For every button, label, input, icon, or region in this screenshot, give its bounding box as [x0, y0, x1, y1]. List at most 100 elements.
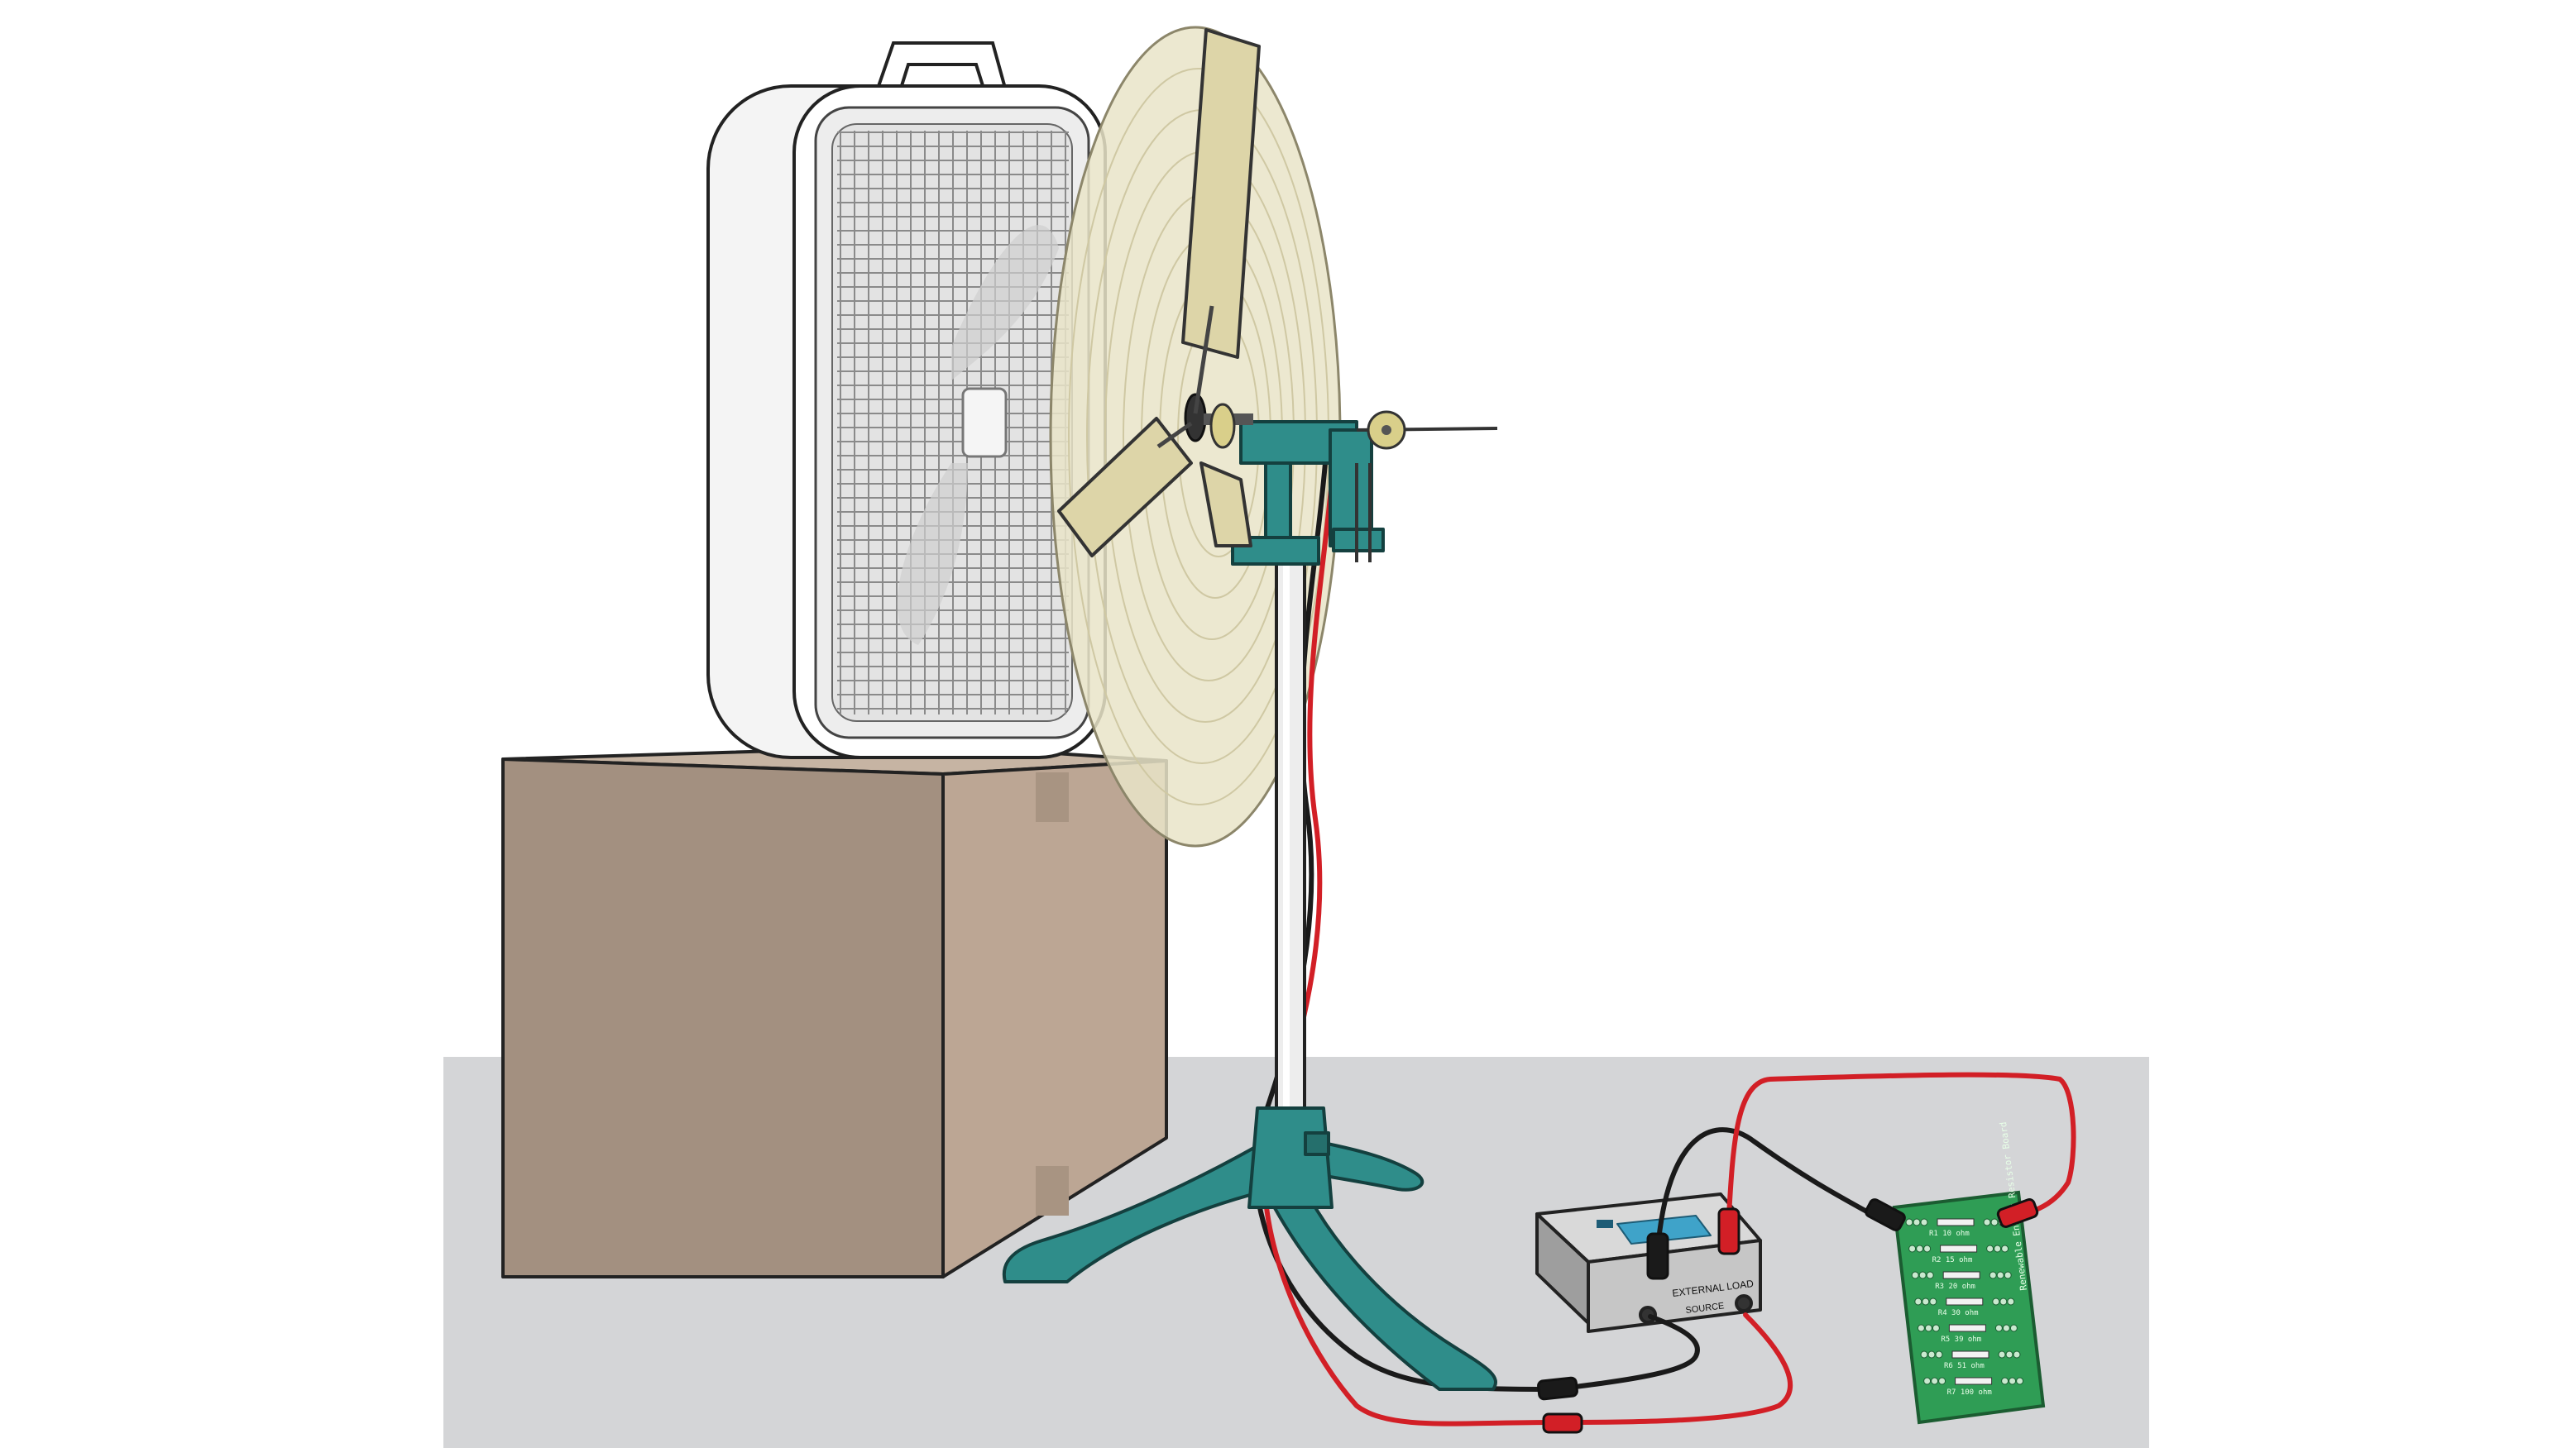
resistor-terminal	[1992, 1297, 2000, 1306]
resistor-terminal	[1986, 1245, 1994, 1253]
resistor	[1937, 1218, 1975, 1226]
resistor-terminal	[1913, 1218, 1921, 1226]
blade-left	[1057, 417, 1193, 557]
resistor-terminal	[1920, 1350, 1928, 1359]
resistor-terminal	[2007, 1297, 2015, 1306]
turbine-hub	[1184, 393, 1498, 450]
meter-logo-strip	[1597, 1220, 1613, 1228]
board-wires	[1553, 1072, 2076, 1425]
red-board-plug	[1996, 1197, 2039, 1229]
resistor	[1948, 1324, 1986, 1332]
resistor-terminal	[1920, 1218, 1928, 1226]
box-side	[941, 759, 1168, 1278]
tripod-leg-left	[1002, 1140, 1267, 1283]
resistor-terminal	[1908, 1245, 1917, 1253]
resistor-terminal	[1989, 1271, 1997, 1279]
resistor-label: R7 100 ohm	[1947, 1388, 1992, 1397]
meter-port-right	[1735, 1294, 1753, 1312]
box-tape-bottom	[1036, 1166, 1069, 1216]
output-gear-center	[1381, 425, 1391, 435]
resistor	[1940, 1245, 1978, 1253]
connectors	[1537, 1197, 2039, 1434]
box-tape-top	[1036, 772, 1069, 822]
hub-gear	[1209, 403, 1236, 449]
black-wire-plug-to-meter	[1553, 1314, 1700, 1392]
box-fan	[706, 41, 1107, 759]
resistor-terminal	[1923, 1245, 1932, 1253]
black-board-plug	[1865, 1198, 1906, 1231]
resistor-terminal	[1923, 1377, 1932, 1385]
energy-meter	[1535, 1192, 1762, 1333]
resistor-terminal	[1926, 1271, 1934, 1279]
resistor-label: R5 39 ohm	[1941, 1336, 1981, 1344]
resistor-terminal	[1999, 1297, 2008, 1306]
resistor-terminal	[1998, 1350, 2006, 1359]
fan-blade-shadow	[951, 225, 1059, 380]
tripod-hub	[1247, 1106, 1333, 1209]
resistor	[1951, 1350, 1989, 1359]
blade-left-dowel	[1156, 421, 1193, 449]
resistor-terminal	[1905, 1218, 1913, 1226]
resistor-terminal	[1935, 1350, 1943, 1359]
fan-grille	[837, 131, 1069, 714]
resistor-terminal	[2013, 1350, 2021, 1359]
red-wire-meter-to-board	[1726, 1072, 2076, 1218]
resistor-terminal	[2001, 1245, 2009, 1253]
resistor-row: R2 15 ohm	[1908, 1245, 2009, 1264]
resistor-terminal	[1917, 1324, 1925, 1332]
fan-handle	[874, 41, 1008, 93]
stand-pole-highlight	[1283, 546, 1290, 1125]
resistor-terminal	[1916, 1245, 1924, 1253]
meter-screen	[1616, 1215, 1712, 1245]
resistor-terminal	[2009, 1324, 2018, 1332]
resistor-terminal	[1924, 1324, 1932, 1332]
resistor-terminal	[1929, 1297, 1937, 1306]
resistor-terminal	[1983, 1218, 1991, 1226]
resistor-label: R2 15 ohm	[1932, 1256, 1973, 1264]
cardboard-box	[501, 744, 1168, 1278]
meter-side	[1587, 1239, 1762, 1333]
tripod-base	[1002, 1106, 1497, 1391]
resistor-terminal	[1911, 1271, 1919, 1279]
resistor-label: R6 51 ohm	[1944, 1362, 1985, 1370]
red-meter-plug	[1717, 1207, 1740, 1255]
resistor-label: R3 20 ohm	[1935, 1283, 1975, 1291]
resistor-terminal	[1996, 1271, 2004, 1279]
meter-source-label: SOURCE	[1685, 1301, 1725, 1316]
resistor-terminal	[2005, 1350, 2013, 1359]
red-inline-plug	[1542, 1412, 1583, 1434]
resistor-rows: R1 10 ohm R2 15 ohm R3 20 ohm R4 30 ohm R5 3…	[1905, 1218, 2024, 1397]
resistor-terminal	[1932, 1324, 1940, 1332]
resistor-terminal	[1927, 1350, 1936, 1359]
resistor-row: R3 20 ohm	[1911, 1271, 2012, 1291]
turbine-nacelle	[1231, 420, 1385, 566]
stand-pole	[1275, 544, 1306, 1126]
resistor-row: R4 30 ohm	[1914, 1297, 2015, 1317]
resistor-terminal	[1922, 1297, 1930, 1306]
resistor-label: R1 10 ohm	[1929, 1230, 1970, 1238]
resistor-terminal	[2001, 1377, 2009, 1385]
turbine-blades	[1057, 28, 1261, 557]
resistor-terminal	[2002, 1324, 2010, 1332]
red-wire-plug-to-meter	[1553, 1312, 1793, 1425]
resistor-terminal	[1938, 1377, 1946, 1385]
resistor	[1955, 1377, 1993, 1385]
resistor-terminal	[2016, 1377, 2024, 1385]
resistor-terminal	[2004, 1271, 2012, 1279]
resistor-terminal	[1994, 1324, 2003, 1332]
fan-blade-shadow-2	[897, 463, 968, 645]
resistor-row: R7 100 ohm	[1923, 1377, 2024, 1397]
black-wire-meter-to-board	[1656, 1127, 1889, 1243]
blade-lower	[1199, 461, 1252, 547]
fan-hub	[961, 387, 1008, 458]
resistor-terminal	[1914, 1297, 1922, 1306]
resistor-terminal	[1990, 1218, 1999, 1226]
black-meter-plug	[1646, 1232, 1669, 1280]
resistor-row: R5 39 ohm	[1917, 1324, 2018, 1344]
blade-upper	[1181, 28, 1261, 359]
box-front	[501, 757, 945, 1278]
resistor-row: R6 51 ohm	[1920, 1350, 2021, 1370]
resistor-row: R1 10 ohm	[1905, 1218, 2006, 1238]
